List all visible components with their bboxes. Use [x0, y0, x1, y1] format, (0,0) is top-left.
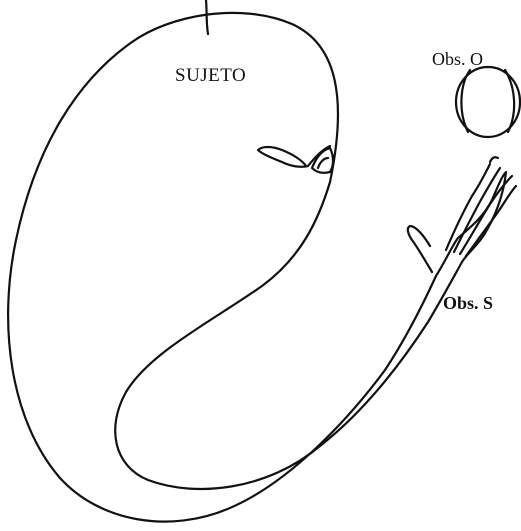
thumb-detail [408, 226, 432, 272]
subject-observation-label: Obs. S [443, 294, 493, 312]
object-observation-label: Obs. O [432, 50, 483, 68]
subject-body-outline [8, 13, 506, 522]
top-tail-line [206, 0, 208, 34]
ball-icon [456, 67, 520, 137]
subject-label: SUJETO [175, 66, 246, 85]
eye-icon [258, 146, 333, 173]
